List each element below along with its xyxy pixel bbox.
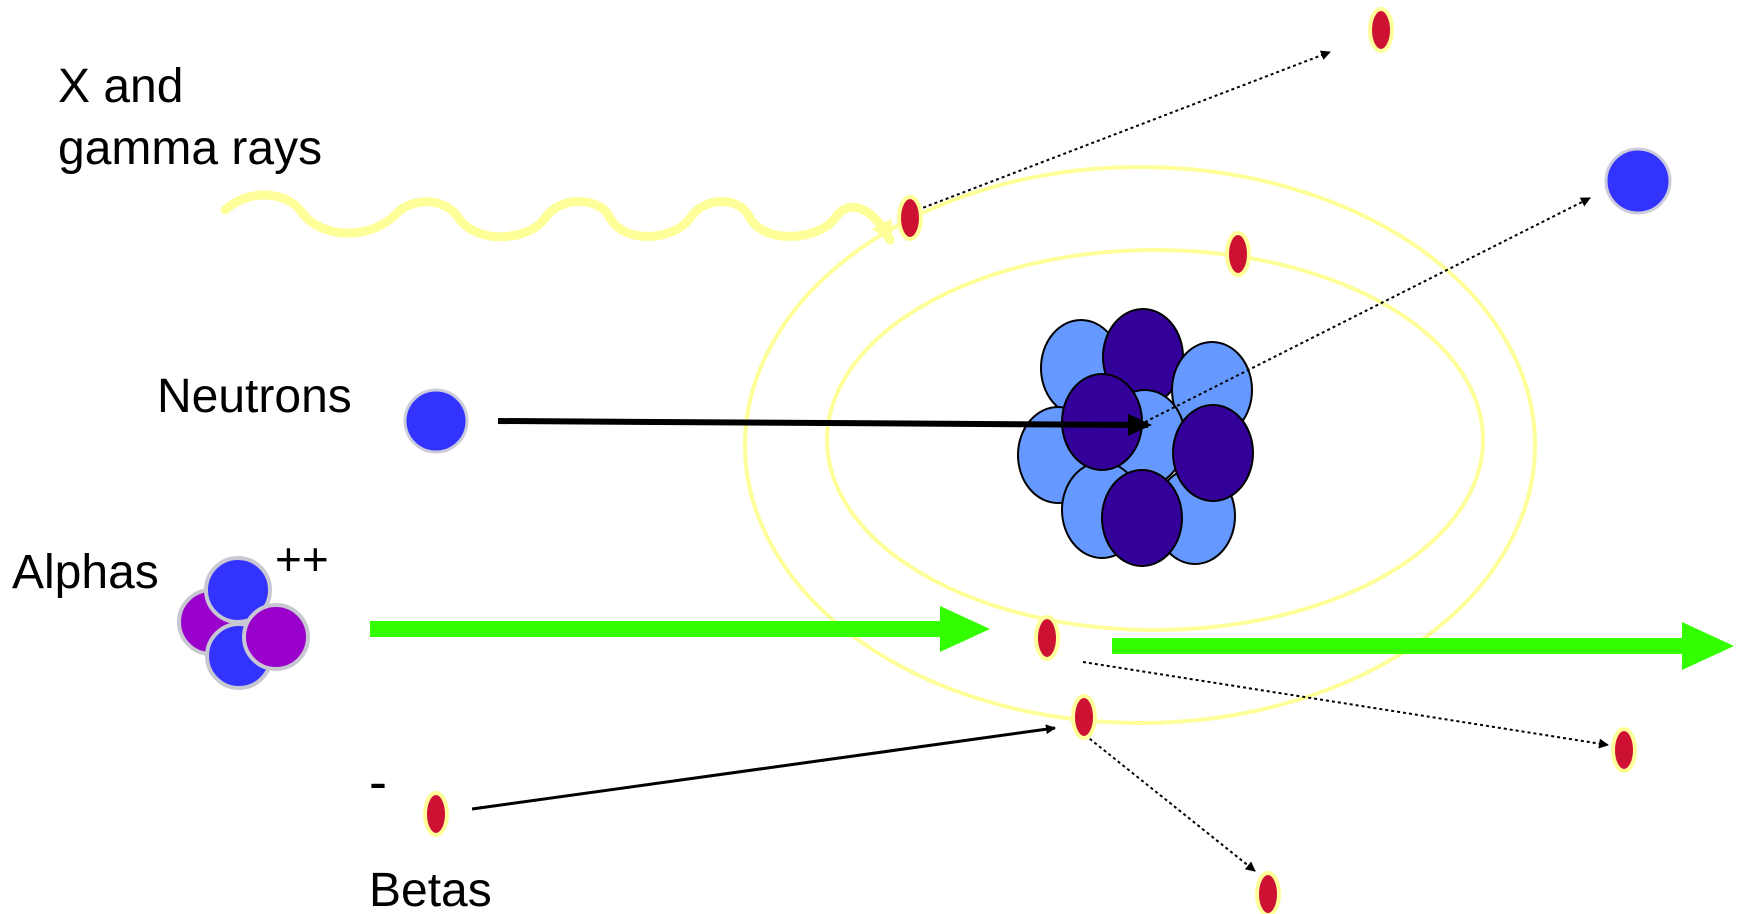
electron-ejected-top xyxy=(1368,7,1394,53)
betas-label: Betas xyxy=(369,864,492,914)
scattered-neutron-path xyxy=(1144,197,1591,423)
alpha-charge-label: ++ xyxy=(275,533,329,585)
scattered-electron-path xyxy=(911,50,1331,213)
electron-inner-orbit xyxy=(1225,231,1251,277)
electron-ejected-right xyxy=(1611,727,1637,773)
alpha-arrow-incoming xyxy=(370,606,990,652)
electron-outer-orbit-bottom xyxy=(1071,694,1097,740)
neutrons-label: Neutrons xyxy=(157,370,352,423)
alpha-ionized-electron-path xyxy=(1082,661,1609,749)
nucleus xyxy=(1017,308,1254,567)
scattered-neutron xyxy=(1604,147,1672,215)
alpha-particle xyxy=(177,556,310,690)
alpha-arrow-outgoing xyxy=(1112,622,1734,670)
alphas-label: Alphas xyxy=(12,546,159,599)
beta-scattered-electron-path xyxy=(1084,734,1256,872)
incoming-neutron xyxy=(403,388,469,454)
gamma-ray-wave xyxy=(220,190,895,245)
electron-inner-orbit-bottom xyxy=(1034,615,1060,661)
nucleon-neutron xyxy=(1172,404,1254,502)
beta-charge-label: - xyxy=(369,752,387,812)
outer-orbit xyxy=(743,165,1537,725)
beta-particle xyxy=(423,791,449,837)
neutron-arrow xyxy=(497,413,1152,436)
nucleon-neutron xyxy=(1101,469,1183,567)
electron-outer-orbit xyxy=(897,195,923,241)
beta-arrow xyxy=(471,724,1056,811)
electrons xyxy=(423,7,1637,914)
inner-orbit xyxy=(825,248,1485,632)
xray-label-line2: gamma rays xyxy=(58,122,322,175)
electron-ejected-bottom xyxy=(1255,871,1281,914)
xray-label-line1: X and xyxy=(58,60,183,113)
